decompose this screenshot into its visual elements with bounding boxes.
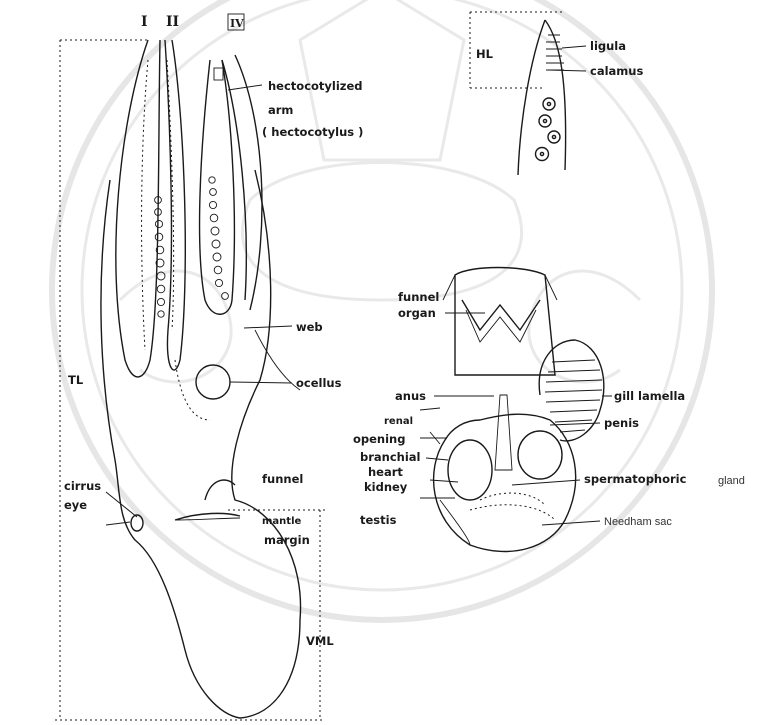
label-tl: TL [68, 373, 84, 387]
gill-lamella-shape [539, 340, 604, 441]
label-margin: margin [264, 533, 310, 547]
label-mantle: mantle [262, 516, 301, 527]
label-cirrus: cirrus [64, 479, 101, 493]
label-opening: opening [353, 432, 405, 446]
arm-label-4: IV [230, 17, 244, 30]
label-branchial: branchial [360, 450, 421, 464]
reproductive-system-drawing [420, 268, 612, 552]
eye-marking [131, 515, 143, 531]
label-testis: testis [360, 513, 397, 527]
label-calamus: calamus [590, 64, 643, 78]
label-penis: penis [604, 416, 639, 430]
label-kidney: kidney [364, 480, 408, 494]
label-heart: heart [368, 465, 403, 479]
label-hectocotylized: hectocotylized [268, 79, 363, 93]
label-anus: anus [395, 389, 426, 403]
label-gland: gland [718, 475, 745, 487]
label-ligula: ligula [590, 39, 626, 53]
label-renal: renal [384, 416, 413, 427]
label-hectocotylus: ( hectocotylus ) [262, 125, 363, 139]
label-hl: HL [476, 47, 494, 61]
label-funnel-organ-2: organ [398, 306, 436, 320]
arm-label-2: II [166, 14, 179, 30]
label-spermatophoric: spermatophoric [584, 472, 687, 486]
label-needham-sac: Needham sac [604, 516, 672, 528]
hectocotylized-arm-marker [214, 68, 223, 80]
label-vml: VML [306, 634, 334, 648]
arm-label-1: I [141, 14, 148, 30]
label-ocellus: ocellus [296, 376, 342, 390]
label-funnel: funnel [262, 472, 303, 486]
label-funnel-organ-1: funnel [398, 290, 439, 304]
label-gill-lamella: gill lamella [614, 389, 685, 403]
label-eye: eye [64, 498, 87, 512]
label-web: web [296, 320, 323, 334]
label-arm: arm [268, 103, 293, 117]
hectocotylus-suckers [209, 177, 229, 300]
hectocotylus-detail-drawing [470, 12, 586, 175]
